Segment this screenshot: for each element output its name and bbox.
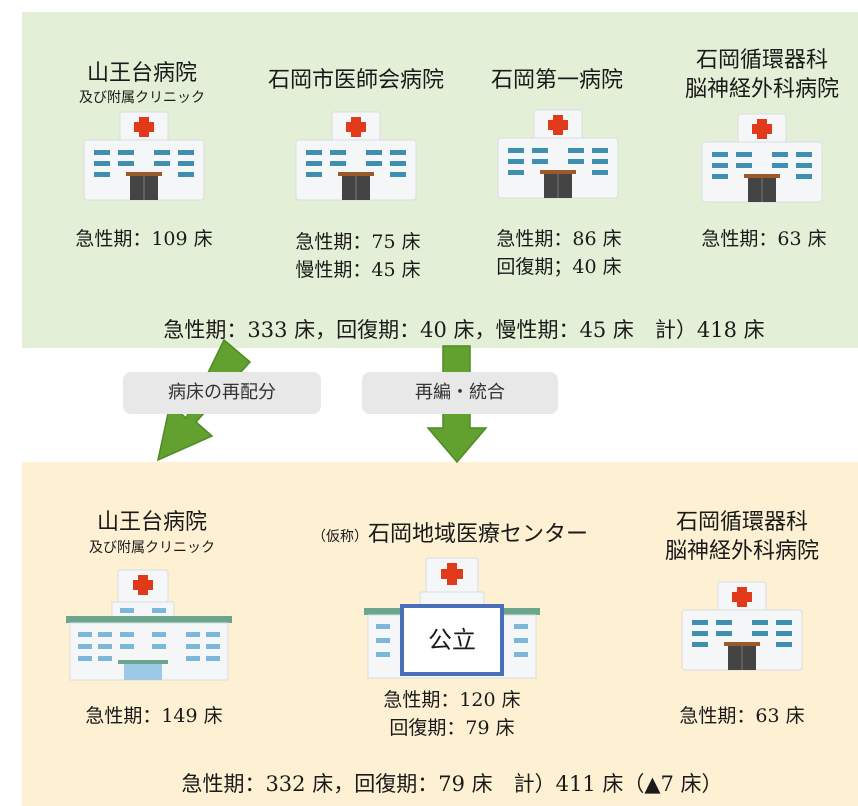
after-hospital-1-beds-1: 急性期：149 床 [85, 705, 223, 727]
hospital-icon [83, 111, 205, 201]
before-hospital-4-beds-1: 急性期：63 床 [701, 228, 827, 250]
after-hospital-2-title: （仮称）石岡地域医療センター [312, 521, 588, 551]
public-badge: 公立 [400, 604, 504, 676]
after-hospital-3-name-line1: 石岡循環器科 [675, 510, 809, 535]
before-hospital-3-beds-2: 回復期；40 床 [496, 256, 622, 278]
before-hospital-2-beds-1: 急性期：75 床 [295, 231, 421, 253]
after-hospital-2-beds-1: 急性期：120 床 [383, 689, 521, 711]
after-hospital-2-name: 石岡地域医療センター [367, 522, 589, 547]
before-hospital-2-name: 石岡市医師会病院 [267, 68, 445, 93]
hospital-icon [681, 581, 803, 671]
after-hospital-1-name: 山王台病院 [96, 510, 208, 535]
hospital-icon [66, 569, 232, 681]
before-hospital-4-name-line1: 石岡循環器科 [695, 48, 829, 73]
before-total: 急性期：333 床，回復期：40 床，慢性期：45 床 計）418 床 [163, 318, 765, 342]
after-hospital-2-beds-2: 回復期：79 床 [389, 717, 515, 739]
before-hospital-2-beds-2: 慢性期：45 床 [295, 259, 421, 281]
after-hospital-3-beds-1: 急性期：63 床 [679, 705, 805, 727]
after-hospital-1-sub: 及び附属クリニック [89, 540, 215, 556]
integration-label: 再編・統合 [362, 372, 558, 414]
before-hospital-3-beds-1: 急性期：86 床 [496, 228, 622, 250]
after-hospital-2-prefix: （仮称） [311, 529, 368, 545]
before-hospital-3-name: 石岡第一病院 [490, 68, 624, 93]
after-hospital-3-name-line2: 脳神経外科病院 [664, 539, 820, 564]
redistribution-label: 病床の再配分 [123, 372, 321, 414]
hospital-icon [497, 109, 619, 199]
hospital-icon [295, 111, 417, 201]
before-hospital-4-name-line2: 脳神経外科病院 [684, 77, 840, 102]
after-total: 急性期：332 床，回復期：79 床 計）411 床（▲7 床） [181, 772, 723, 796]
hospital-icon [701, 113, 823, 203]
before-hospital-1-sub: 及び附属クリニック [79, 90, 205, 106]
before-hospital-1-name: 山王台病院 [86, 61, 198, 86]
before-hospital-1-beds-1: 急性期：109 床 [75, 228, 213, 250]
